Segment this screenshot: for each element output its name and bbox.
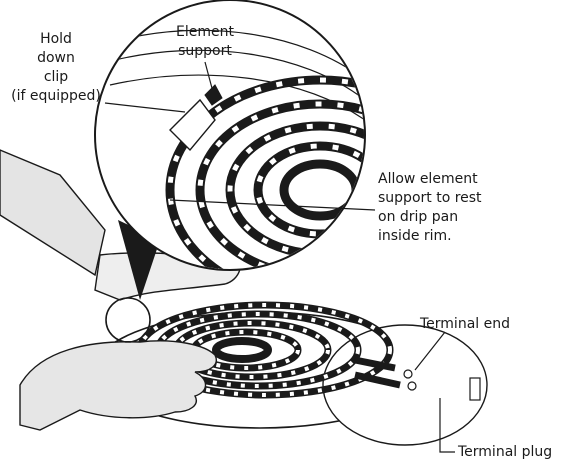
terminal-end-point-2 xyxy=(408,382,416,390)
element-support-line-2: support xyxy=(160,42,250,61)
hold-down-clip-line-3: clip xyxy=(2,68,110,87)
allow-element-label: Allow element support to rest on drip pa… xyxy=(378,170,482,246)
hold-down-clip-line-4: (if equipped) xyxy=(2,87,110,106)
element-support-line-1: Element xyxy=(160,23,250,42)
terminal-plug xyxy=(470,378,480,400)
hold-down-clip-label: Hold down clip (if equipped) xyxy=(2,30,110,106)
terminal-end-point xyxy=(404,370,412,378)
allow-element-line-4: inside rim. xyxy=(378,227,482,246)
hold-down-clip-line-1: Hold xyxy=(2,30,110,49)
arm-sleeve xyxy=(0,150,105,275)
terminal-plug-label: Terminal plug xyxy=(458,443,552,462)
element-support-label: Element support xyxy=(160,23,250,61)
allow-element-line-2: support to rest xyxy=(378,189,482,208)
allow-element-line-3: on drip pan xyxy=(378,208,482,227)
allow-element-line-1: Allow element xyxy=(378,170,482,189)
hold-down-clip-line-2: down xyxy=(2,49,110,68)
terminal-end-label: Terminal end xyxy=(420,315,510,334)
